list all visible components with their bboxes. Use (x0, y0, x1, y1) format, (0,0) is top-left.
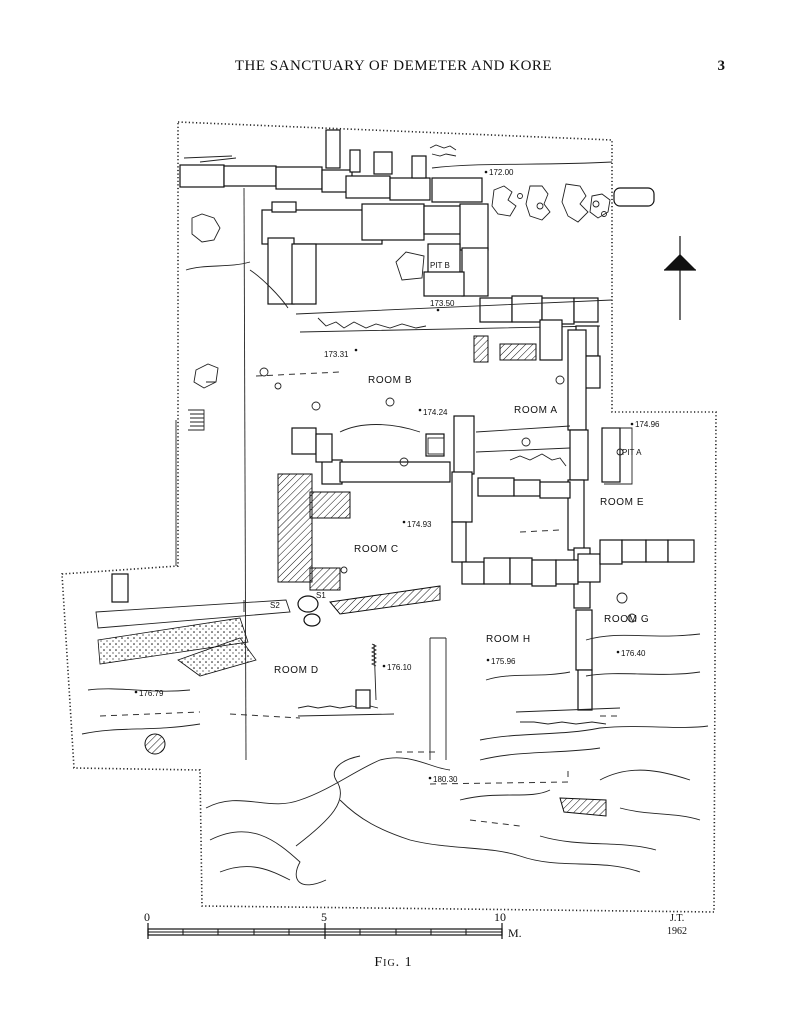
small-pits (259, 367, 637, 623)
elevation-180-30: 180.30 (433, 775, 458, 784)
section-lines (175, 187, 247, 761)
elevation-points (134, 170, 634, 780)
scale-bar (147, 923, 503, 939)
s1-marker: S1 (316, 591, 326, 600)
elevation-173-31: 173.31 (324, 350, 349, 359)
elevation-174-96: 174.96 (635, 420, 660, 429)
room-d-features (144, 643, 395, 755)
elevation-173-50: 173.50 (430, 299, 455, 308)
room-b-label: ROOM B (368, 375, 412, 386)
scale-tick-0: 0 (144, 910, 150, 924)
rubble-clusters (191, 183, 611, 389)
upper-complex-walls (261, 201, 489, 305)
hatched-features (277, 335, 607, 817)
walkway (95, 573, 321, 677)
scale-tick-5: 5 (321, 910, 327, 924)
room-g-label: ROOM G (604, 614, 649, 625)
running-title: THE SANCTUARY OF DEMETER AND KORE (234, 58, 553, 74)
figure-caption: Fig. 1 (374, 955, 413, 970)
room-d-label: ROOM D (274, 665, 319, 676)
page-header: THE SANCTUARY OF DEMETER AND KORE 3 (0, 58, 787, 80)
room-h-label: ROOM H (486, 634, 531, 645)
contour-lines (81, 261, 709, 886)
south-wall-row (429, 539, 695, 760)
drawing-year: 1962 (667, 926, 687, 937)
elevation-176-40: 176.40 (621, 649, 646, 658)
excavation-boundary (61, 121, 717, 913)
elevation-174-24: 174.24 (423, 408, 448, 417)
room-a-label: ROOM A (514, 405, 558, 416)
north-arrow-icon (664, 236, 696, 320)
elevation-176-79: 176.79 (139, 689, 164, 698)
draftsman-initials: J.T. (670, 913, 684, 924)
dashed-lines (99, 371, 620, 827)
elevation-174-93: 174.93 (407, 520, 432, 529)
elevation-172-00: 172.00 (489, 168, 514, 177)
page-number: 3 (717, 58, 726, 74)
scale-tick-10: 10 (494, 910, 506, 924)
elevation-176-10: 176.10 (387, 663, 412, 672)
room-e-label: ROOM E (600, 497, 644, 508)
elevation-175-96: 175.96 (491, 657, 516, 666)
pit-a-label: PIT A (622, 448, 642, 457)
room-c-label: ROOM C (354, 544, 399, 555)
s2-marker: S2 (270, 601, 280, 610)
north-wall (179, 129, 655, 207)
pit-b-label: PIT B (430, 261, 450, 270)
scale-unit: M. (508, 926, 522, 940)
room-b-north-wall (295, 295, 613, 389)
